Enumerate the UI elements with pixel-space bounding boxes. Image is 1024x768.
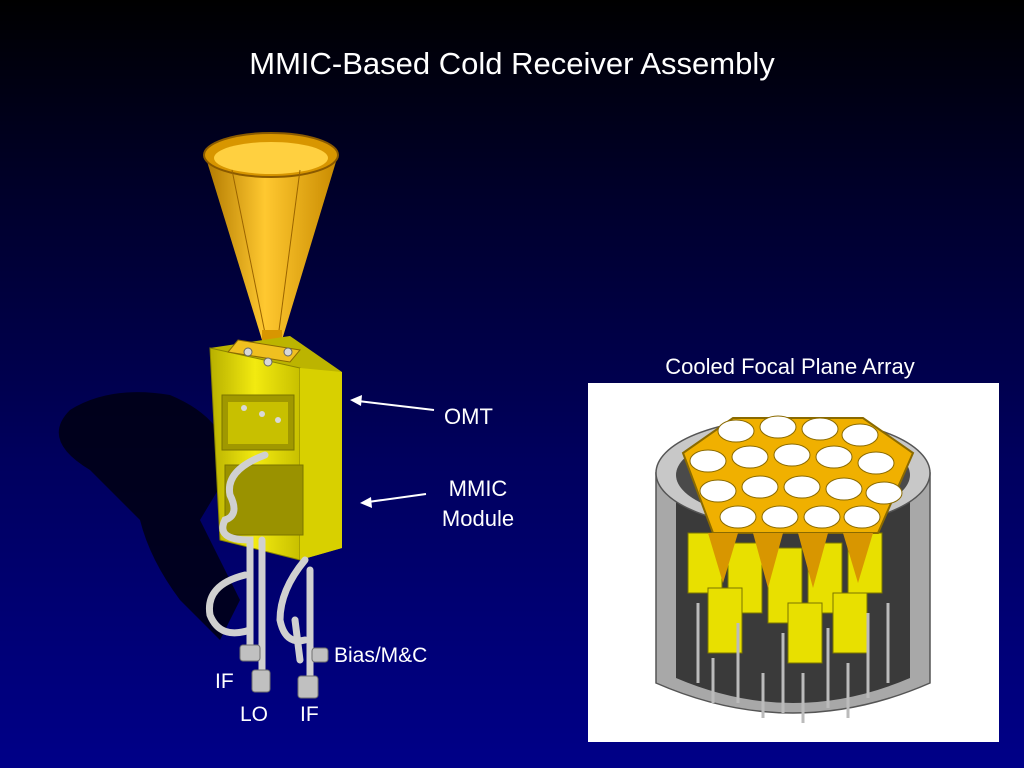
connectors-icon <box>239 644 329 699</box>
bias-label: Bias/M&C <box>334 644 428 667</box>
assembly-shadow <box>58 392 240 640</box>
if-left-label: IF <box>215 670 234 693</box>
mmic-label-line1: MMIC <box>448 476 508 501</box>
focal-plane-label: Cooled Focal Plane Array <box>665 354 915 379</box>
focal-plane-array-panel <box>588 383 999 742</box>
mmic-label-line2: Module <box>441 506 515 531</box>
mmic-arrow <box>360 493 427 508</box>
slide-title: MMIC-Based Cold Receiver Assembly <box>249 46 775 81</box>
mmic-module-label: MMIC Module <box>430 474 526 534</box>
omt-module-icon <box>209 336 342 561</box>
lo-label: LO <box>240 703 269 726</box>
if-right-label: IF <box>300 703 319 726</box>
cable-assembly-icon <box>205 451 314 684</box>
omt-arrow <box>350 395 435 411</box>
feed-horn-icon <box>203 132 339 352</box>
cryostat-array-icon <box>655 415 931 723</box>
omt-label: OMT <box>444 404 493 429</box>
